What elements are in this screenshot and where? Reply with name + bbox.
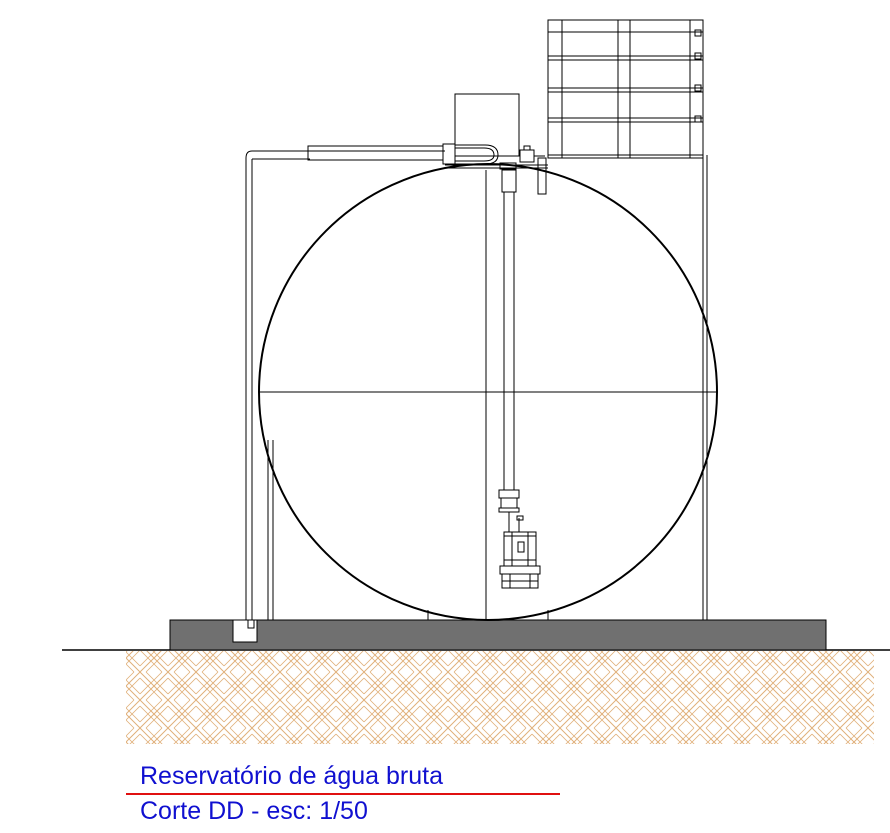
concrete-base [169,619,827,651]
drawing-title: Reservatório de água bruta [140,762,443,790]
tank-lid [445,157,548,195]
submersible-pump [498,489,541,589]
pump-riser-pipe [485,169,517,620]
drawing-subtitle: Corte DD - esc: 1/50 [140,797,368,825]
soil-hatch [126,651,874,744]
tank-supports [267,155,708,620]
title-underline [126,793,560,795]
control-box [454,93,520,157]
upper-frame [547,19,704,159]
outflow-pipe [232,143,499,643]
valve-fittings [499,145,545,170]
